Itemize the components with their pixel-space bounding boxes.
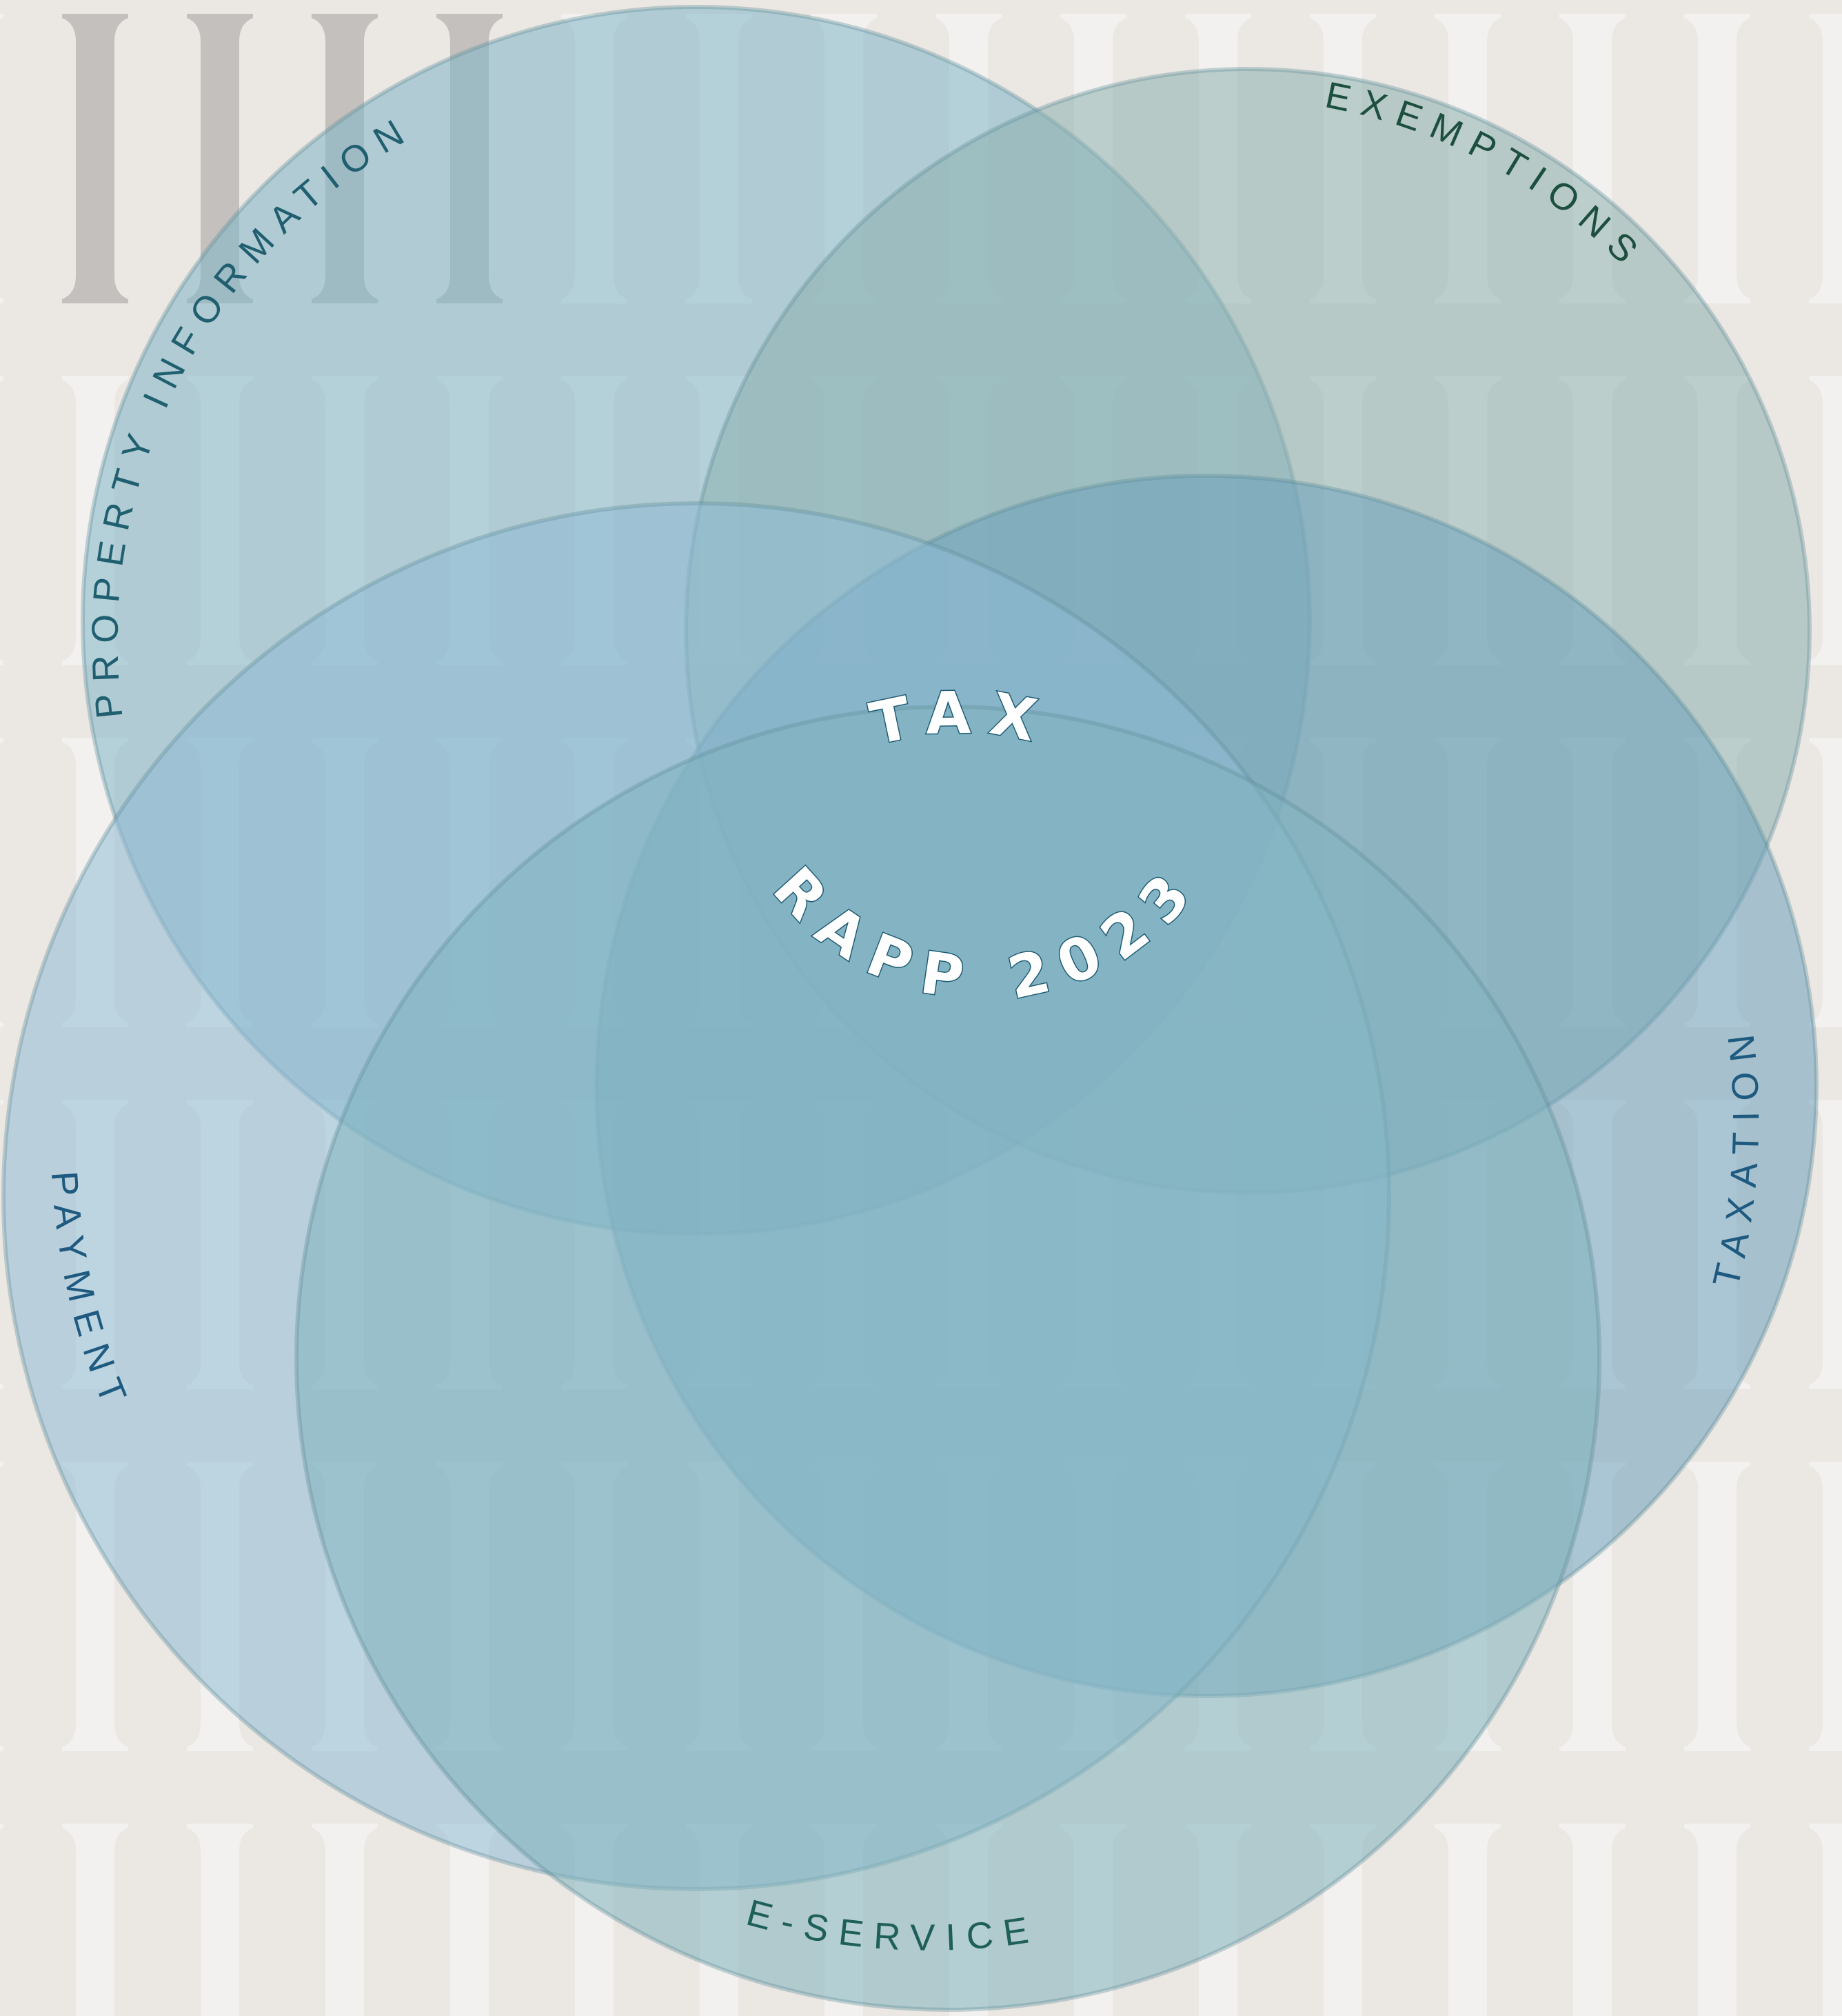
column-ornament <box>62 1824 128 2016</box>
column-ornament <box>62 14 128 303</box>
column-ornament <box>312 1824 378 2016</box>
column-ornament <box>1684 1824 1750 2016</box>
column-ornament <box>1435 1824 1501 2016</box>
column-ornament <box>0 1462 3 1751</box>
circle-e-service <box>294 705 1601 2012</box>
column-ornament <box>0 738 3 1027</box>
column-ornament <box>1684 14 1750 303</box>
column-ornament <box>1809 738 1842 1027</box>
column-ornament <box>0 1100 3 1389</box>
center-title-line1: TAX <box>864 678 1058 758</box>
column-ornament <box>187 1824 253 2016</box>
column-ornament <box>1809 376 1842 665</box>
column-ornament <box>1684 1462 1750 1751</box>
venn-circles <box>1 5 1819 2012</box>
column-ornament <box>1559 1824 1626 2016</box>
column-ornament <box>0 14 3 303</box>
column-ornament <box>0 1824 3 2016</box>
column-ornament <box>1809 1462 1842 1751</box>
column-ornament <box>1809 14 1842 303</box>
column-ornament <box>0 376 3 665</box>
column-ornament <box>1809 1824 1842 2016</box>
